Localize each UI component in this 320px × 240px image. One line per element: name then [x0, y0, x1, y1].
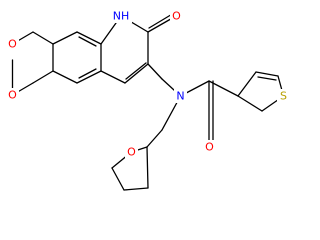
bond-27: [237, 71, 257, 97]
bonds: [11, 12, 285, 191]
atom-o-ring-bottom: O: [8, 89, 17, 102]
bond-32: [257, 76, 277, 81]
bond-34: [146, 129, 163, 148]
bond-16: [124, 63, 149, 84]
bond-3: [32, 70, 54, 84]
bond-10: [52, 70, 78, 84]
bond-11: [78, 36, 97, 47]
molecule-canvas: O O NH O N O S O: [6, 9, 290, 191]
atom-n-amide: N: [176, 90, 184, 103]
molecule-structure: O O NH O N O S O: [6, 9, 290, 191]
bond-21: [147, 63, 163, 80]
bond-38: [123, 187, 149, 191]
atom-o-ring-top: O: [8, 38, 17, 51]
bond-1: [32, 31, 54, 45]
bond-26: [208, 80, 239, 97]
bond-28: [255, 71, 279, 77]
atom-o-lactam: O: [172, 10, 181, 23]
atom-labels: O O NH O N O S O: [6, 9, 290, 159]
bond-12: [78, 68, 97, 79]
atom-s-thiophene: S: [280, 90, 287, 103]
atom-o-amide: O: [205, 141, 214, 154]
bond-37: [111, 167, 125, 191]
atom-nh: NH: [113, 10, 130, 23]
atom-o-thf: O: [127, 146, 136, 159]
bond-31: [237, 95, 263, 112]
bond-20: [148, 12, 175, 29]
bond-6: [52, 31, 78, 45]
bond-39: [146, 146, 149, 189]
bond-18: [125, 62, 147, 80]
bond-9: [76, 70, 102, 84]
bond-7: [76, 31, 102, 45]
bond-17: [100, 70, 126, 84]
